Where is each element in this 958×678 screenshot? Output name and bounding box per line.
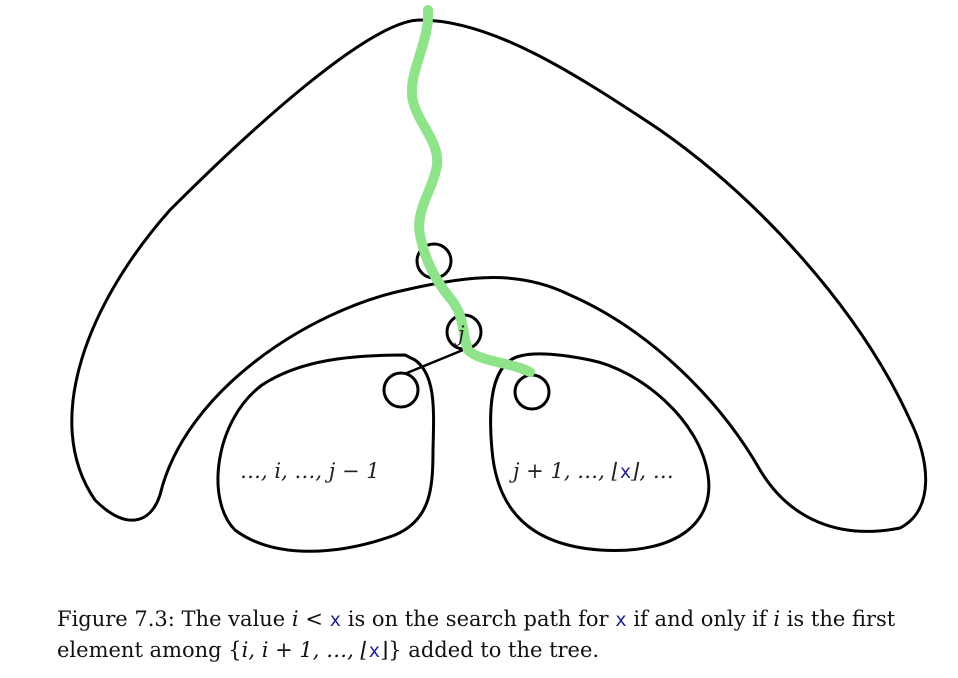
left-subtree-label: …, i, …, j − 1	[240, 459, 380, 483]
outer-tree-outline	[70, 18, 928, 533]
right-subtree-label: j + 1, …, ⌊x⌋, …	[509, 459, 674, 483]
right-subtree-outline	[489, 352, 711, 552]
right-subtree-label-prefix: j + 1, …, ⌊	[509, 459, 620, 483]
edge-j-left-child	[401, 348, 464, 377]
caption-text: is the first	[780, 607, 896, 631]
right-child-node	[513, 373, 551, 411]
caption-math: i	[773, 607, 781, 631]
caption-math: i <	[291, 607, 330, 631]
caption-math: i, i + 1, …, ⌊	[241, 638, 369, 662]
caption-text: Figure 7.3: The value	[57, 607, 292, 631]
caption-text: is on the search path for	[341, 607, 616, 631]
node-j-label: j	[454, 322, 465, 346]
caption-code: x	[368, 640, 381, 662]
caption-text: if and only if	[626, 607, 774, 631]
figure-caption: Figure 7.3: The value i < x is on the se…	[57, 604, 947, 666]
caption-line-1: Figure 7.3: The value i < x is on the se…	[57, 604, 947, 635]
caption-line-2: element among {i, i + 1, …, ⌊x⌋} added t…	[57, 635, 947, 666]
left-subtree-outline	[216, 353, 436, 553]
right-subtree-label-code: x	[620, 461, 631, 483]
caption-text: ⌋} added to the tree.	[380, 638, 600, 662]
left-child-node	[382, 371, 420, 409]
caption-code: x	[329, 609, 342, 631]
caption-text: element among {	[57, 638, 242, 662]
right-subtree-label-suffix: ⌋, …	[630, 459, 674, 483]
search-path	[406, 5, 535, 377]
caption-code: x	[615, 609, 627, 631]
